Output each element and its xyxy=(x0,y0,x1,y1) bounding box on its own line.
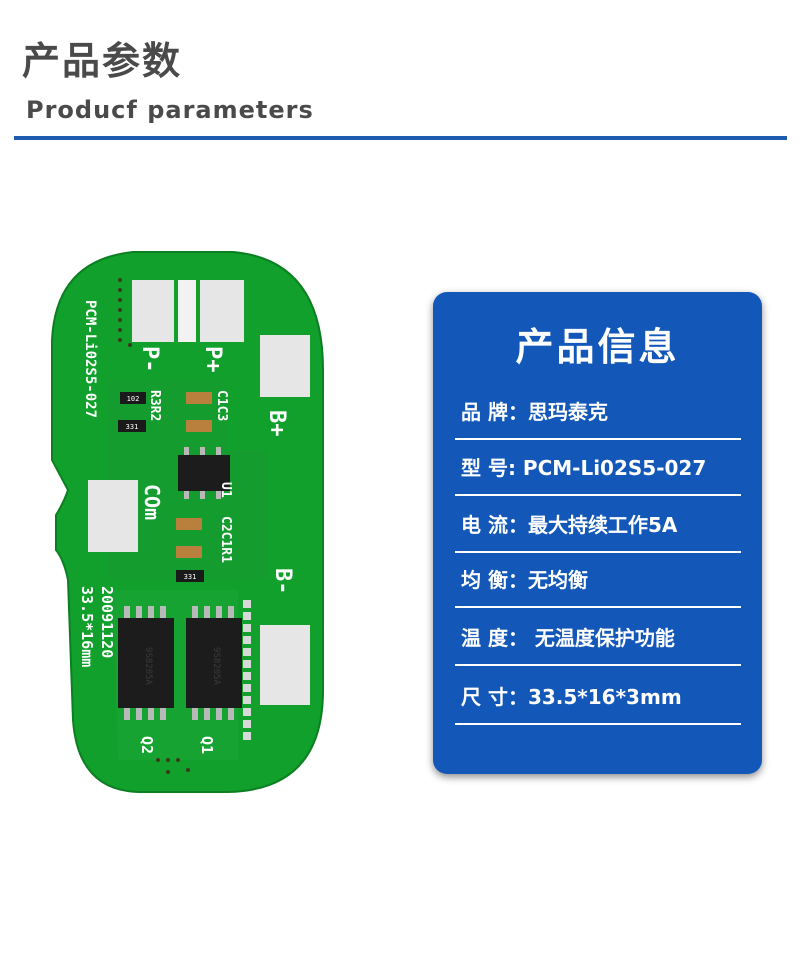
cap-c1 xyxy=(186,392,212,404)
product-info-card: 产品信息 xyxy=(433,292,762,774)
page-subtitle: Producf parameters xyxy=(26,96,314,124)
silk-c2c1r1: C2C1R1 xyxy=(218,516,233,563)
info-row-text: 型 号: PCM-Li02S5-027 xyxy=(461,456,707,480)
silk-q2: Q2 xyxy=(138,736,156,754)
pcb-image: 102 331 331 9S8205A 9S8205A xyxy=(38,250,338,795)
row-divider xyxy=(455,664,741,666)
info-row-text: 温 度： 无温度保护功能 xyxy=(461,626,675,650)
page-title: 产品参数 xyxy=(22,39,183,83)
silk-b-plus: B+ xyxy=(264,410,289,437)
info-row-text: 电 流：最大持续工作5A xyxy=(461,513,678,537)
card-title: 产品信息 xyxy=(515,325,680,369)
silk-date: 20091120 xyxy=(98,586,116,658)
silk-com: COm xyxy=(140,484,164,520)
pad-p-minus xyxy=(132,280,174,342)
q1-chip-text: 9S8205A xyxy=(211,647,221,686)
header-divider xyxy=(14,136,787,140)
info-row-size: 尺 寸：33.5*16*3mm xyxy=(455,669,741,725)
mosfet-q1 xyxy=(186,618,242,708)
silk-b-minus: B- xyxy=(270,568,295,595)
silk-p-minus: P- xyxy=(137,346,162,373)
resistor-331b xyxy=(176,570,204,582)
info-row-text: 尺 寸：33.5*16*3mm xyxy=(461,685,682,709)
silk-size: 33.5*16mm xyxy=(78,586,96,667)
info-row-temperature: 温 度： 无温度保护功能 xyxy=(455,610,741,666)
pad-p-plus xyxy=(200,280,244,342)
cap-c2 xyxy=(176,518,202,530)
cap-c3 xyxy=(186,420,212,432)
silk-model: PCM-Li02S5-027 xyxy=(82,300,98,418)
row-divider xyxy=(455,606,741,608)
info-row-current: 电 流：最大持续工作5A xyxy=(455,497,741,553)
info-row-brand: 品 牌：思玛泰克 xyxy=(455,384,741,440)
silk-u1: U1 xyxy=(218,482,233,498)
chip-u1 xyxy=(178,455,230,491)
info-row-balance: 均 衡：无均衡 xyxy=(455,552,741,608)
row-divider xyxy=(455,551,741,553)
resistor-331b-label: 331 xyxy=(184,573,197,581)
mosfet-q2 xyxy=(118,618,174,708)
row-divider xyxy=(455,438,741,440)
info-row-model: 型 号: PCM-Li02S5-027 xyxy=(455,440,741,496)
resistor-331-label: 331 xyxy=(126,423,139,431)
pad-b-minus xyxy=(260,625,310,705)
cap-c1b xyxy=(176,546,202,558)
silk-p-plus: P+ xyxy=(200,346,225,373)
row-divider xyxy=(455,494,741,496)
resistor-331 xyxy=(118,420,146,432)
silk-q1: Q1 xyxy=(198,736,216,754)
pad-com xyxy=(88,480,138,552)
info-row-text: 均 衡：无均衡 xyxy=(461,568,588,592)
info-row-text: 品 牌：思玛泰克 xyxy=(461,400,608,424)
resistor-102-label: 102 xyxy=(127,395,140,403)
silk-c1c3: C1C3 xyxy=(214,390,229,421)
pcb-board: 102 331 331 9S8205A 9S8205A xyxy=(51,251,324,793)
pad-b-plus xyxy=(260,335,310,397)
silk-r3r2: R3R2 xyxy=(147,390,162,421)
resistor-102 xyxy=(120,392,146,404)
q2-chip-text: 9S8205A xyxy=(143,647,153,686)
row-divider xyxy=(455,723,741,725)
